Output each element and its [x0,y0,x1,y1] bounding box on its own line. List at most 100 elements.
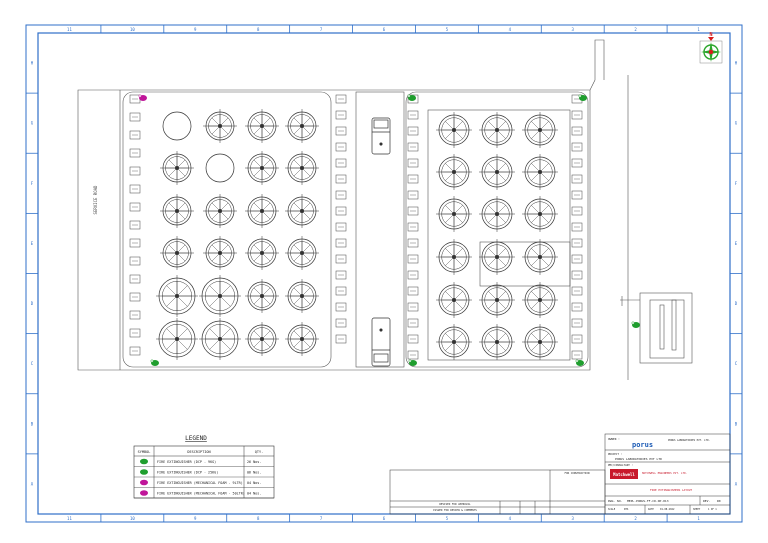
equipment-unit [129,292,141,302]
storage-tank [245,322,279,356]
tank-spoke [166,338,178,350]
tank-center [175,209,179,213]
tank-spoke [496,299,506,309]
revision-note: ISSUED FOR REVIEW & COMMENTS [433,508,477,512]
equipment-unit [571,190,583,200]
frame-row-label-right: A [735,481,738,486]
frame-row-label-right: H [735,61,738,66]
extinguisher-icon [407,94,416,101]
owner-name: PORUS LABORATORIES PVT. LTD. [668,438,710,442]
tank-center [538,212,542,216]
driveway [355,91,405,368]
drawing-title: FIRE EXTINGUISHERS LAYOUT [650,488,692,492]
tank-spoke [539,341,549,351]
frame-col-label-bottom: 9 [194,516,197,521]
consultant-name: MATCHWELL ENGINEERS PVT. LTD. [642,471,687,475]
tank-spoke [453,121,463,131]
extinguisher-icon [631,321,640,328]
equipment-unit [335,254,347,264]
tank-center [218,337,222,341]
legend-row-description: FIRE EXTINGUISHER (DCP - 9KG) [157,460,216,464]
equipment-unit [571,254,583,264]
equipment-unit [129,112,141,122]
tank-spoke [453,205,463,215]
legend-row-qty: 04 Nos. [247,492,261,496]
compass-label: N [709,32,712,38]
tank-spoke [209,328,221,340]
tank-spoke [496,213,506,223]
frame-row-label-right: E [735,241,738,246]
storage-tank [203,236,237,270]
frame-row-label-left: F [31,181,34,186]
extinguisher-icon [575,359,584,366]
storage-tank [245,151,279,185]
storage-tank [160,236,194,270]
date-label: DATE [648,508,654,511]
equipment-unit [129,130,141,140]
tank-spoke [539,256,549,266]
equipment-unit [571,350,583,360]
truck-top [371,117,391,155]
legend-row-qty: 26 Nos. [247,460,261,464]
equipment-unit [335,334,347,344]
frame-row-label-right: C [735,361,738,366]
storage-tank [245,279,279,313]
equipment-unit [335,286,347,296]
tank-spoke [539,121,549,131]
project-name: PORUS LABORATORIES PVT LTD [615,457,662,461]
extinguisher-icon [140,479,148,486]
tank-spoke [496,163,506,173]
tank-spoke [488,213,498,223]
equipment-unit [571,318,583,328]
tank-shell [162,111,192,141]
frame-col-label-bottom: 3 [572,516,575,521]
tank-center [300,294,304,298]
storage-tank [199,318,241,360]
storage-tank [479,154,515,190]
tank-center [260,337,264,341]
tank-spoke [488,171,498,181]
tank-spoke [531,299,541,309]
tank-spoke [453,333,463,343]
tank-center [260,166,264,170]
block-a [122,91,332,368]
frame-row-label-right: G [735,121,738,126]
tank-center [495,212,499,216]
storage-tank [522,239,558,275]
frame-row-label-left: C [31,361,34,366]
tank-center [452,340,456,344]
tank-spoke [531,129,541,139]
equipment-unit [335,110,347,120]
tank-spoke [488,333,498,343]
frame-row-label-right: D [735,301,738,306]
stamp-text: FOR CONSTRUCTION [565,471,590,475]
equipment-unit [335,126,347,136]
storage-tank [436,239,472,275]
equipment-unit [335,190,347,200]
frame-col-label-bottom: 2 [634,516,637,521]
storage-tank [436,154,472,190]
frame-col-label-bottom: 7 [320,516,323,521]
tank-spoke [496,121,506,131]
equipment-unit [335,94,347,104]
extinguisher-markers [138,94,640,366]
tank-spoke [531,163,541,173]
equipment-unit [407,206,419,216]
truck-bottom [371,317,391,367]
storage-tank [479,196,515,232]
equipment-unit [571,142,583,152]
equipment-unit [129,166,141,176]
tank-spoke [219,295,231,307]
tank-spoke [176,295,188,307]
legend-row-description: FIRE EXTINGUISHER (MECHANICAL FOAM - 9LT… [157,481,243,485]
storage-tank [436,196,472,232]
tank-spoke [453,291,463,301]
revision-block [389,469,606,515]
storage-tank [479,112,515,148]
equipment-unit [407,174,419,184]
equipment-unit [571,270,583,280]
tank-spoke [209,338,221,350]
frame-col-label-top: 5 [446,27,449,32]
tank-center [495,255,499,259]
